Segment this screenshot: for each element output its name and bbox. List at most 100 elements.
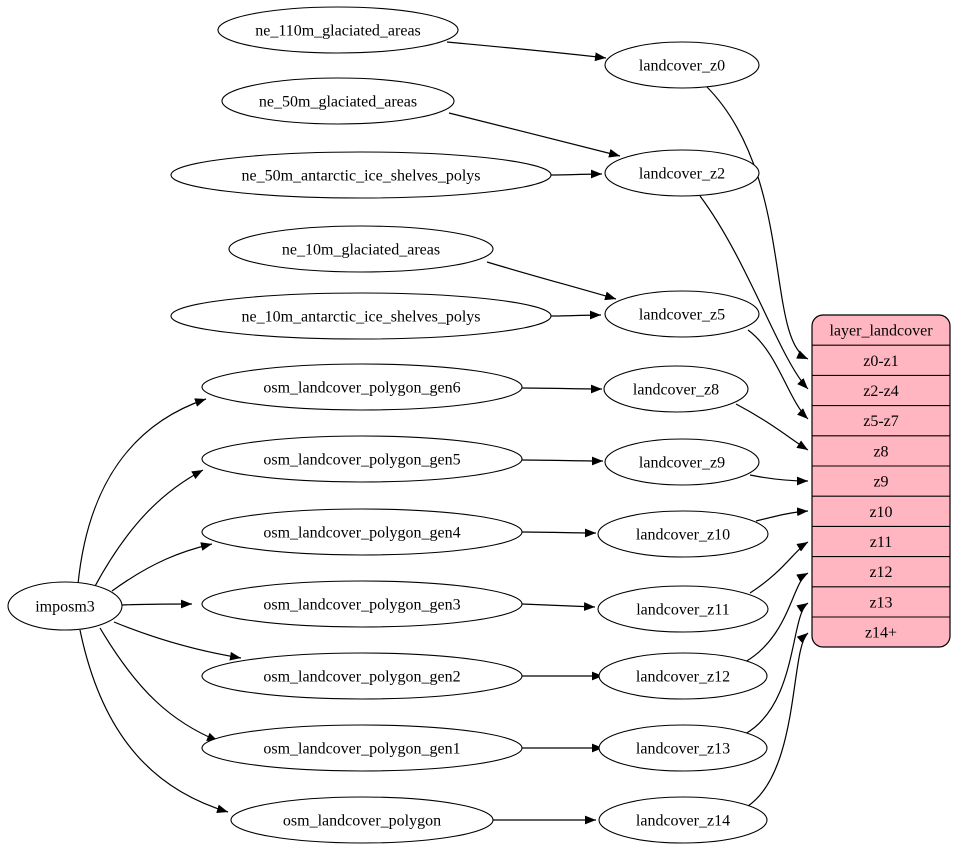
node-landcover-z8: landcover_z8 <box>603 365 749 413</box>
node-landcover-z12: landcover_z12 <box>598 652 768 700</box>
node-shape <box>201 508 523 556</box>
table-row-label: z11 <box>870 534 893 551</box>
node-shape <box>597 585 769 633</box>
table-row-label: z14+ <box>865 625 897 642</box>
edge-gen5-to-z9 <box>521 456 604 466</box>
node-osm-landcover-polygon-gen4: osm_landcover_polygon_gen4 <box>201 508 523 556</box>
node-shape <box>598 724 768 772</box>
edge-ne10m-glaciated-to-z5 <box>486 261 617 301</box>
table-row-label: z8 <box>873 443 888 460</box>
node-label: landcover_z11 <box>636 602 730 619</box>
node-osm-landcover-polygon-gen1: osm_landcover_polygon_gen1 <box>201 724 523 772</box>
edge-z9-to-row-z9 <box>749 474 809 486</box>
edge-imposm3-to-gen4 <box>111 542 213 592</box>
node-label: osm_landcover_polygon_gen2 <box>263 669 460 686</box>
node-landcover-z5: landcover_z5 <box>604 290 760 338</box>
edge-ne50m-glaciated-to-z2 <box>448 112 621 158</box>
node-landcover-z0: landcover_z0 <box>604 41 760 89</box>
node-label: landcover_z0 <box>639 58 725 75</box>
edge-imposm3-to-gen1 <box>99 627 219 742</box>
edge-z13-to-row-z13 <box>744 602 809 735</box>
edge-gen6-to-z8 <box>521 384 603 394</box>
node-shape <box>201 435 523 483</box>
node-label: landcover_z13 <box>636 741 730 758</box>
node-ne-50m-glaciated-areas: ne_50m_glaciated_areas <box>221 77 455 125</box>
node-label: ne_110m_glaciated_areas <box>255 23 421 40</box>
node-label: landcover_z9 <box>639 455 725 472</box>
edge-imposm3-to-gen5 <box>93 469 204 589</box>
edge-z10-to-row-z10 <box>755 507 809 522</box>
node-shape <box>221 77 455 125</box>
node-label: osm_landcover_polygon <box>283 813 441 830</box>
edge-z5-to-row-z5-z7 <box>747 329 809 420</box>
edge-z12-to-row-z12 <box>744 572 809 663</box>
node-shape <box>228 225 494 273</box>
node-ne-50m-antarctic-ice-shelves-polys: ne_50m_antarctic_ice_shelves_polys <box>170 151 552 199</box>
node-label: landcover_z5 <box>639 307 725 324</box>
node-ne-10m-glaciated-areas: ne_10m_glaciated_areas <box>228 225 494 273</box>
edges-layer <box>77 41 809 825</box>
node-landcover-z10: landcover_z10 <box>597 510 769 558</box>
table-title: layer_landcover <box>829 323 933 340</box>
node-osm-landcover-polygon: osm_landcover_polygon <box>230 796 494 844</box>
node-label: osm_landcover_polygon_gen3 <box>263 597 460 614</box>
node-shape <box>201 652 523 700</box>
node-shape <box>217 6 459 54</box>
node-ne-110m-glaciated-areas: ne_110m_glaciated_areas <box>217 6 459 54</box>
node-label: osm_landcover_polygon_gen4 <box>263 525 460 542</box>
node-label: landcover_z8 <box>633 382 719 399</box>
node-landcover-z14: landcover_z14 <box>598 796 768 844</box>
edge-z11-to-row-z11 <box>749 541 809 594</box>
edge-ne110m-to-z0 <box>446 41 607 62</box>
node-shape <box>598 652 768 700</box>
table-border <box>811 314 951 648</box>
edge-imposm3-to-polygon <box>79 629 229 814</box>
table-row-label: z5-z7 <box>863 413 899 430</box>
node-label: ne_50m_antarctic_ice_shelves_polys <box>241 168 480 185</box>
node-landcover-z9: landcover_z9 <box>604 438 760 486</box>
node-shape <box>230 796 494 844</box>
edge-ne10m-antarctic-to-z5 <box>550 310 602 320</box>
node-landcover-z11: landcover_z11 <box>597 585 769 633</box>
edge-ne50m-antarctic-to-z2 <box>550 169 603 179</box>
node-ne-10m-antarctic-ice-shelves-polys: ne_10m_antarctic_ice_shelves_polys <box>170 292 552 340</box>
edge-z14-to-row-z14plus <box>747 632 809 807</box>
node-label: osm_landcover_polygon_gen5 <box>263 452 460 469</box>
node-shape <box>604 41 760 89</box>
node-label: ne_10m_antarctic_ice_shelves_polys <box>241 309 480 326</box>
node-label: ne_10m_glaciated_areas <box>282 242 440 259</box>
node-shape <box>170 292 552 340</box>
edge-imposm3-to-gen3 <box>121 599 193 609</box>
node-landcover-z2: landcover_z2 <box>604 149 760 197</box>
node-osm-landcover-polygon-gen6: osm_landcover_polygon_gen6 <box>201 363 523 411</box>
edge-imposm3-to-gen2 <box>113 621 242 661</box>
node-label: ne_50m_glaciated_areas <box>259 94 417 111</box>
node-shape <box>604 149 760 197</box>
edge-gen3-to-z11 <box>521 602 596 611</box>
node-shape <box>597 510 769 558</box>
node-shape <box>201 724 523 772</box>
node-shape <box>201 580 523 628</box>
edge-z0-to-row-z0-z1 <box>705 85 809 360</box>
node-osm-landcover-polygon-gen3: osm_landcover_polygon_gen3 <box>201 580 523 628</box>
edge-imposm3-to-gen6 <box>77 398 207 585</box>
node-shape <box>201 363 523 411</box>
node-shape <box>604 290 760 338</box>
table-row-label: z12 <box>869 564 892 581</box>
node-shape <box>170 151 552 199</box>
table-row-label: z9 <box>873 474 888 491</box>
node-imposm3: imposm3 <box>7 581 123 631</box>
table-row-label: z0-z1 <box>863 353 899 370</box>
node-label: landcover_z12 <box>636 669 730 686</box>
table-row-label: z13 <box>869 594 892 611</box>
node-shape <box>7 581 123 631</box>
edge-gen4-to-z10 <box>521 528 597 538</box>
node-label: landcover_z14 <box>636 813 730 830</box>
node-shape <box>603 365 749 413</box>
edge-z2-to-row-z2-z4 <box>699 195 809 390</box>
node-label: landcover_z10 <box>636 527 730 544</box>
node-label: imposm3 <box>35 599 95 616</box>
node-label: osm_landcover_polygon_gen1 <box>263 741 460 758</box>
